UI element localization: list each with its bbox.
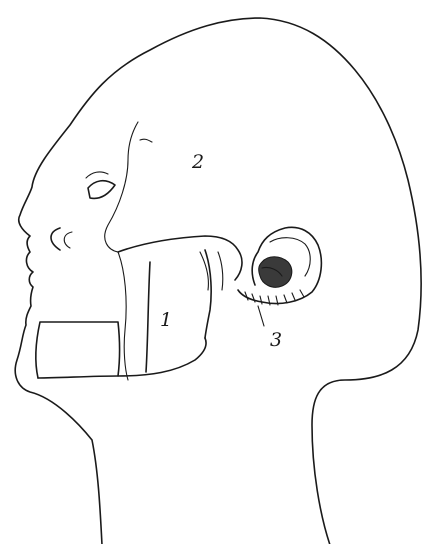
eye-outline	[88, 181, 115, 199]
brow-line	[105, 122, 138, 252]
ear-concha-shading	[259, 257, 292, 288]
label-3: 3	[270, 329, 282, 351]
nostril	[51, 228, 60, 250]
eye-lash	[86, 172, 108, 178]
jaw-line	[38, 338, 206, 378]
zygomatic-boundary	[118, 236, 242, 280]
label-2: 2	[191, 151, 204, 173]
label-3-leader	[258, 306, 264, 326]
head-outline	[15, 18, 421, 544]
label-1: 1	[160, 309, 172, 331]
brow-tick	[140, 139, 152, 142]
chin-region-outline	[36, 322, 120, 378]
nostril-curve	[64, 232, 72, 248]
